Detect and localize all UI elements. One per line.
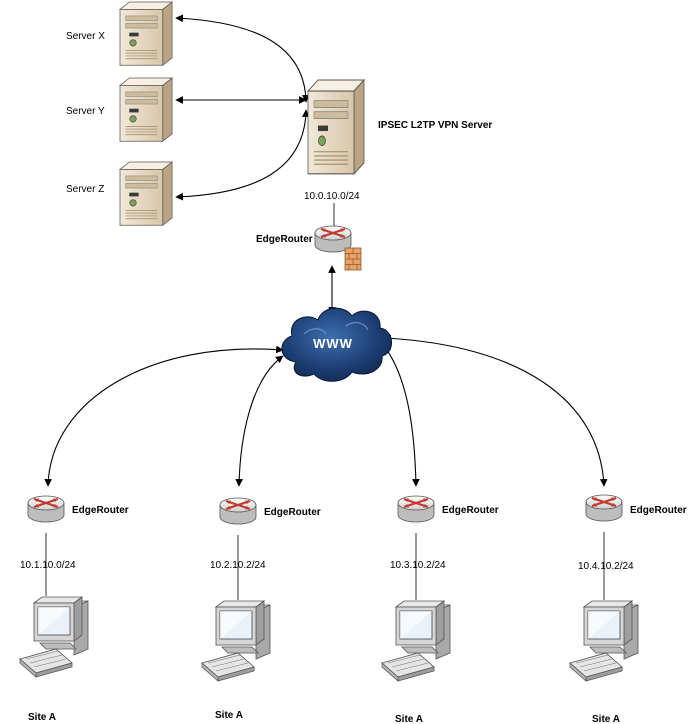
workstation-icon bbox=[569, 600, 639, 682]
internet-cloud: WWW bbox=[281, 307, 392, 382]
site-2-router-label: EdgeRouter bbox=[264, 507, 321, 518]
site-4-router-label: EdgeRouter bbox=[630, 505, 687, 516]
hq-edge-router: EdgeRouter bbox=[256, 225, 362, 271]
server-y-icon bbox=[119, 77, 173, 142]
workstation-icon bbox=[19, 596, 89, 678]
site-1-router-label: EdgeRouter bbox=[72, 505, 129, 516]
site-1-label: Site A bbox=[28, 712, 56, 723]
hq-router-label: EdgeRouter bbox=[256, 234, 313, 245]
connection-lines bbox=[44, 14, 608, 600]
firewall-icon bbox=[344, 247, 362, 271]
server-y-label: Server Y bbox=[66, 106, 105, 117]
link-cloud-site-3 bbox=[383, 345, 420, 487]
workstation-icon bbox=[201, 600, 271, 682]
vpn-server: IPSEC L2TP VPN Server 10.0.10.0/24 bbox=[304, 79, 492, 202]
cloud-icon bbox=[281, 307, 392, 382]
site-4: EdgeRouter 10.4.10.2/24 Site A bbox=[569, 494, 687, 724]
site-4-subnet-label: 10.4.10.2/24 bbox=[578, 561, 634, 572]
server-y: Server Y bbox=[66, 77, 173, 142]
server-z-icon bbox=[119, 161, 173, 226]
server-z: Server Z bbox=[66, 161, 173, 226]
site-1: EdgeRouter 10.1.10.0/24 Site A bbox=[19, 495, 129, 723]
vpn-server-label: IPSEC L2TP VPN Server bbox=[378, 120, 492, 131]
server-z-label: Server Z bbox=[66, 184, 104, 195]
site-2-subnet-label: 10.2.10.2/24 bbox=[210, 560, 266, 571]
internet-label: WWW bbox=[313, 336, 353, 351]
link-cloud-site-4 bbox=[383, 334, 608, 487]
server-x: Server X bbox=[66, 1, 173, 66]
router-icon bbox=[397, 495, 435, 523]
router-icon bbox=[219, 497, 257, 525]
site-3-subnet-label: 10.3.10.2/24 bbox=[390, 560, 446, 571]
vpn-server-icon bbox=[307, 79, 365, 175]
site-2-label: Site A bbox=[215, 710, 243, 721]
site-3-label: Site A bbox=[395, 714, 423, 724]
link-server-x-vpn bbox=[175, 14, 310, 103]
router-icon bbox=[585, 494, 623, 522]
link-cloud-site-2 bbox=[235, 355, 284, 487]
site-4-label: Site A bbox=[592, 714, 620, 724]
server-x-label: Server X bbox=[66, 31, 105, 42]
server-x-icon bbox=[119, 1, 173, 66]
site-3: EdgeRouter 10.3.10.2/24 Site A bbox=[381, 495, 499, 724]
link-cloud-site-1 bbox=[44, 345, 284, 487]
vpn-subnet-label: 10.0.10.0/24 bbox=[304, 191, 360, 202]
site-2: EdgeRouter 10.2.10.2/24 Site A bbox=[201, 497, 321, 721]
site-1-subnet-label: 10.1.10.0/24 bbox=[20, 560, 76, 571]
workstation-icon bbox=[381, 600, 451, 682]
site-3-router-label: EdgeRouter bbox=[442, 505, 499, 516]
link-server-z-vpn bbox=[175, 109, 310, 201]
router-icon bbox=[27, 495, 65, 523]
